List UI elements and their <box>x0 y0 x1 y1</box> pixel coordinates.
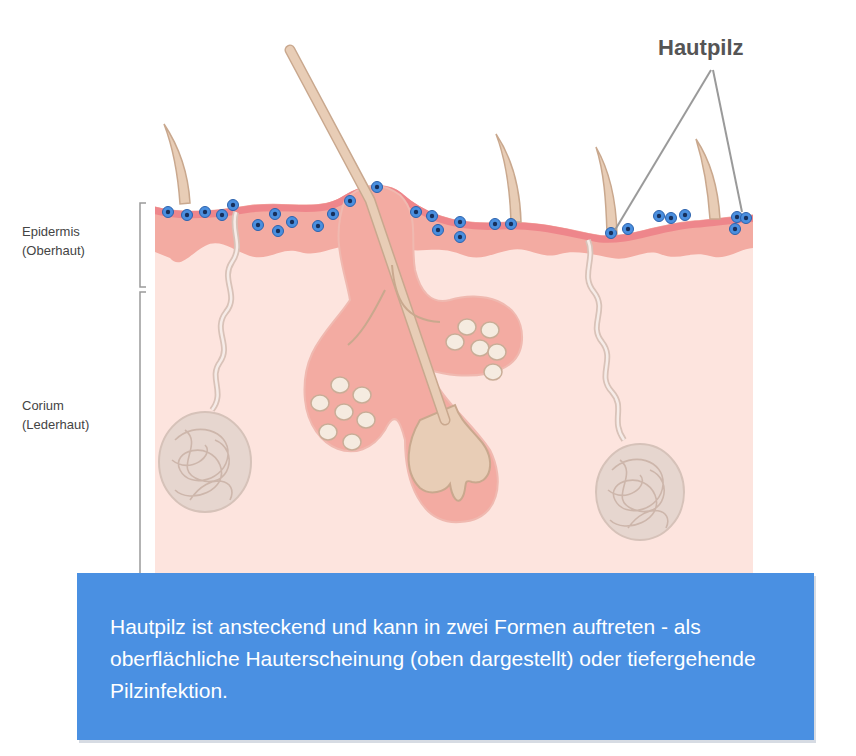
fungus-cell <box>217 210 228 221</box>
caption-text: Hautpilz ist ansteckend und kann in zwei… <box>110 611 798 707</box>
fungus-cell <box>433 225 444 236</box>
fungus-cell <box>328 209 339 220</box>
caption-box: Hautpilz ist ansteckend und kann in zwei… <box>77 573 814 740</box>
fungus-cell <box>455 217 466 228</box>
fungus-cell <box>287 217 298 228</box>
fungus-cell <box>411 207 422 218</box>
fungus-cell <box>623 224 634 235</box>
fungus-cell <box>680 210 691 221</box>
fungus-cell <box>741 213 752 224</box>
fungus-cell <box>270 209 281 220</box>
hair-follicle <box>290 50 522 522</box>
skin-surface <box>155 189 753 239</box>
fungus-cell <box>345 196 356 207</box>
fungus-cell <box>163 207 174 218</box>
fungus-cell <box>313 221 324 232</box>
fungus-cell <box>506 219 517 230</box>
fungus-cell <box>455 232 466 243</box>
fungus-cell <box>654 211 665 222</box>
hair <box>164 124 720 234</box>
fungus-cell <box>273 226 284 237</box>
fungus-cell <box>490 219 501 230</box>
fungus-cell <box>427 211 438 222</box>
fungus-cell <box>730 224 741 235</box>
fungus-cell <box>253 220 264 231</box>
fungus-cell <box>666 213 677 224</box>
fungus-cell <box>372 182 383 193</box>
callout-label: Hautpilz <box>658 34 744 62</box>
fungus-cell <box>200 207 211 218</box>
leader-line <box>615 70 742 230</box>
fungus-dots <box>163 182 752 243</box>
layer-label: Corium (Lederhaut) <box>22 396 104 434</box>
epidermis-layer <box>155 185 753 262</box>
layer-label: Epidermis (Oberhaut) <box>22 222 104 260</box>
fungus-cell <box>182 210 193 221</box>
layer-bracket <box>140 203 146 573</box>
fungus-cell <box>228 200 239 211</box>
corium-layer <box>155 185 753 580</box>
